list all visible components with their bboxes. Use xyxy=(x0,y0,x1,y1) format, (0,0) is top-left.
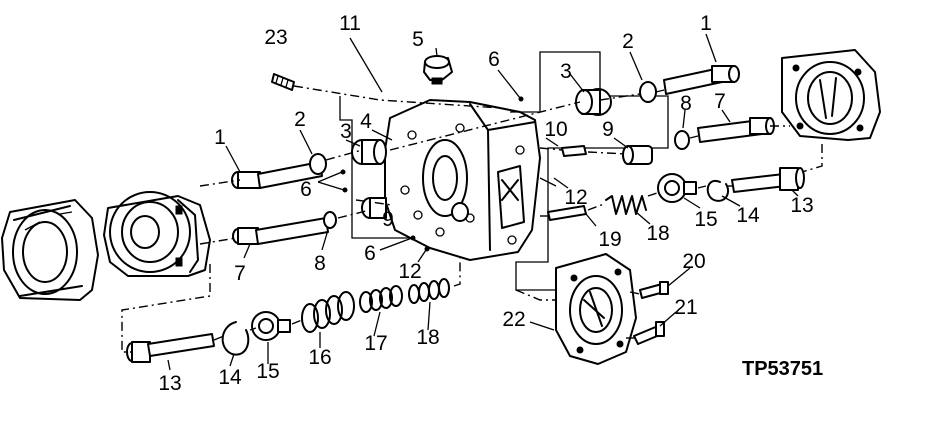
callout-19: 19 xyxy=(598,228,621,251)
left-housing xyxy=(103,191,211,277)
callout-12-right: 12 xyxy=(564,186,587,209)
callout-7-left: 7 xyxy=(234,262,246,285)
callout-17: 17 xyxy=(364,332,387,355)
callout-15-right: 15 xyxy=(694,208,717,231)
valve-body xyxy=(384,99,541,261)
callout-3-left: 3 xyxy=(340,120,352,143)
spring-18-right xyxy=(605,195,647,215)
callout-2-left: 2 xyxy=(294,108,306,131)
spool-9-right xyxy=(622,145,653,165)
callout-7-top: 7 xyxy=(714,90,726,113)
spring-17 xyxy=(359,285,403,313)
upper-spool-3 xyxy=(575,88,612,116)
callout-1-top: 1 xyxy=(700,12,712,35)
centerlines xyxy=(121,85,823,353)
callout-8-left: 8 xyxy=(314,252,326,275)
callout-18-right: 18 xyxy=(646,222,669,245)
spool-7-left xyxy=(232,217,329,245)
callout-14-right: 14 xyxy=(736,204,760,227)
cap-screw-21 xyxy=(633,321,665,345)
callout-9-right: 9 xyxy=(602,118,614,141)
piston-15-bottom xyxy=(251,311,291,341)
callout-13-right: 13 xyxy=(790,194,813,217)
callout-13-bottom: 13 xyxy=(158,372,181,395)
spring-18-bottom xyxy=(408,278,450,304)
callout-5: 5 xyxy=(412,28,424,51)
callout-8-top: 8 xyxy=(680,92,692,115)
figure-code: TP53751 xyxy=(742,358,823,380)
callout-6-mid: 6 xyxy=(300,178,312,201)
callout-20: 20 xyxy=(682,250,705,273)
seal-2-left xyxy=(309,153,327,175)
callout-3-top: 3 xyxy=(560,60,572,83)
lower-cover-22 xyxy=(555,253,637,365)
left-end-cover xyxy=(1,199,99,301)
spool-1-upper xyxy=(663,65,740,95)
snap-ring-14-right xyxy=(706,179,730,202)
plug-13-bottom xyxy=(126,333,215,363)
body-group-frame xyxy=(339,51,669,291)
cap-screw-20 xyxy=(639,281,669,299)
spool-1-left xyxy=(231,161,323,189)
leader-lines xyxy=(167,33,799,371)
spring-16 xyxy=(301,291,355,333)
spool-3-left xyxy=(351,139,387,165)
callout-12-low: 12 xyxy=(398,260,421,283)
callout-2-top: 2 xyxy=(622,30,634,53)
plug-13-right xyxy=(731,167,805,193)
snap-ring-14-bottom xyxy=(221,321,250,356)
callout-18-bottom: 18 xyxy=(416,326,439,349)
callout-labels: 23 11 5 6 2 1 3 8 7 10 9 1 2 3 4 6 9 7 8… xyxy=(158,12,813,395)
callout-16: 16 xyxy=(308,346,331,369)
callout-15-bottom: 15 xyxy=(256,360,279,383)
spool-7-upper xyxy=(697,117,775,143)
pin-10 xyxy=(561,145,587,157)
right-end-cover xyxy=(781,49,881,141)
callout-23: 23 xyxy=(264,26,287,49)
callout-10: 10 xyxy=(544,118,567,141)
screw-23 xyxy=(271,73,295,91)
callout-11: 11 xyxy=(339,12,361,35)
piston-15-right xyxy=(657,173,697,203)
callout-14-bottom: 14 xyxy=(218,366,242,389)
callout-4: 4 xyxy=(360,110,372,133)
callout-1-left: 1 xyxy=(214,126,226,149)
callout-21: 21 xyxy=(674,296,697,319)
seal-8-upper xyxy=(674,130,690,150)
callout-6-low: 6 xyxy=(364,242,376,265)
callout-22: 22 xyxy=(502,308,525,331)
callout-6-top: 6 xyxy=(488,48,500,71)
seal-2-upper xyxy=(639,81,657,103)
callout-9-left: 9 xyxy=(382,208,394,231)
seal-8-left xyxy=(323,211,337,229)
plug-5 xyxy=(423,55,453,85)
